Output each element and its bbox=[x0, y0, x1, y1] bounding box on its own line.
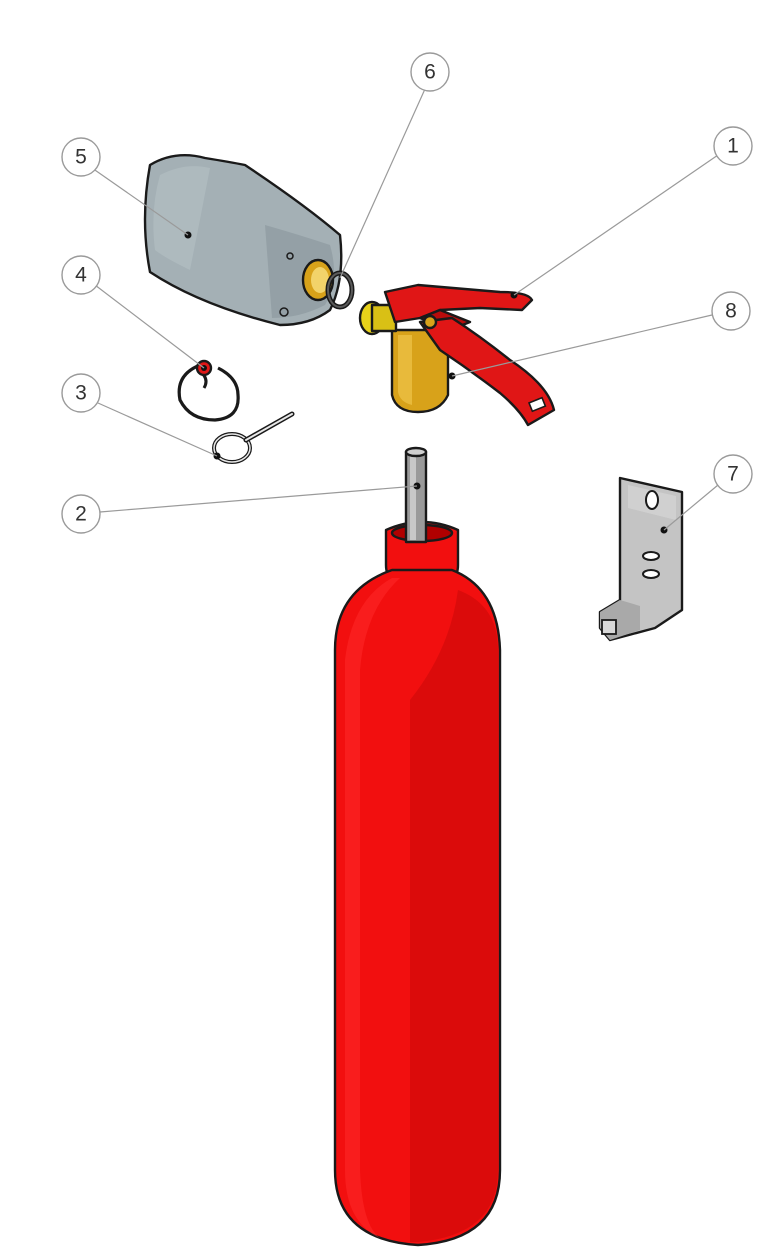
callout-circle-3 bbox=[61, 373, 101, 413]
callout-label-1: 1 bbox=[727, 135, 739, 158]
callout-4: 4 bbox=[61, 255, 101, 295]
leader-lines bbox=[91, 88, 719, 531]
discharge-horn bbox=[143, 154, 343, 327]
callout-circle-5 bbox=[61, 137, 101, 177]
leader-line-5 bbox=[91, 167, 189, 236]
siphon-tube bbox=[404, 446, 428, 544]
callout-label-7: 7 bbox=[727, 463, 739, 486]
callout-circle-6 bbox=[410, 52, 450, 92]
leader-line-4 bbox=[94, 284, 205, 369]
callout-7: 7 bbox=[713, 454, 753, 494]
safety-pin-ring bbox=[212, 411, 295, 464]
callout-label-8: 8 bbox=[725, 300, 737, 323]
callout-5: 5 bbox=[61, 137, 101, 177]
leader-line-3 bbox=[97, 402, 218, 457]
callout-circle-2 bbox=[61, 494, 101, 534]
callout-label-2: 2 bbox=[75, 503, 87, 526]
callout-label-4: 4 bbox=[75, 264, 87, 287]
callout-circle-1 bbox=[713, 126, 753, 166]
callout-2: 2 bbox=[61, 494, 101, 534]
leader-line-6 bbox=[339, 88, 426, 279]
callout-circle-7 bbox=[713, 454, 753, 494]
callout-label-5: 5 bbox=[75, 146, 87, 169]
callout-1: 1 bbox=[713, 126, 753, 166]
callout-circle-4 bbox=[61, 255, 101, 295]
callout-label-6: 6 bbox=[424, 61, 436, 84]
callout-3: 3 bbox=[61, 373, 101, 413]
tamper-seal bbox=[177, 359, 240, 422]
leader-line-1 bbox=[513, 154, 719, 296]
wall-bracket bbox=[598, 476, 684, 642]
o-ring-seal bbox=[325, 270, 355, 310]
callout-circle-8 bbox=[711, 291, 751, 331]
callout-label-3: 3 bbox=[75, 382, 87, 405]
valve-assembly bbox=[358, 283, 556, 427]
leader-line-2 bbox=[99, 485, 418, 513]
callout-8: 8 bbox=[711, 291, 751, 331]
callout-6: 6 bbox=[410, 52, 450, 92]
cylinder-body bbox=[333, 520, 502, 1247]
leader-line-7 bbox=[663, 484, 719, 531]
leader-line-8 bbox=[451, 314, 713, 377]
